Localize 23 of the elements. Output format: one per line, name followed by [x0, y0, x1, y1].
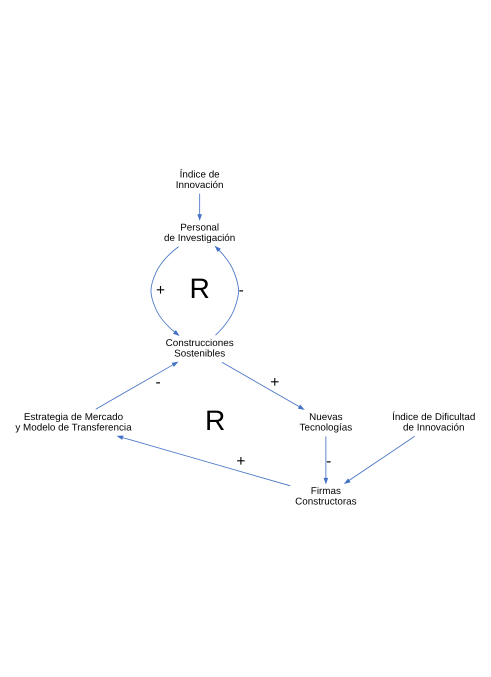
arrow: [222, 362, 305, 410]
node-text: Índice de Innovación: [176, 170, 224, 192]
arrow: [197, 193, 202, 221]
arrow: [116, 435, 291, 486]
edge-label: -: [326, 453, 332, 470]
arrow: [150, 246, 180, 336]
arrow: [214, 246, 239, 336]
label: R: [205, 404, 226, 436]
node-text: Nuevas Tecnologías: [300, 412, 352, 434]
edge-label: +: [156, 282, 166, 299]
edge-label: -: [238, 282, 244, 299]
edge-label: +: [270, 374, 280, 392]
node-text: Construcciones Sostenibles: [166, 338, 234, 360]
arrow: [324, 436, 328, 484]
arrow: [95, 362, 178, 410]
arrow: [344, 436, 416, 484]
node-text: Estrategia de Mercado y Modelo de Transferencia: [15, 412, 132, 434]
edge-label: -: [155, 374, 161, 392]
node-text: Firmas Constructoras: [295, 486, 357, 508]
label: R: [189, 272, 210, 304]
node-text: Personal de Investigación: [164, 222, 236, 244]
edge-label: +: [236, 453, 246, 470]
node-text: Índice de Dificultad de Innovación: [392, 412, 476, 434]
